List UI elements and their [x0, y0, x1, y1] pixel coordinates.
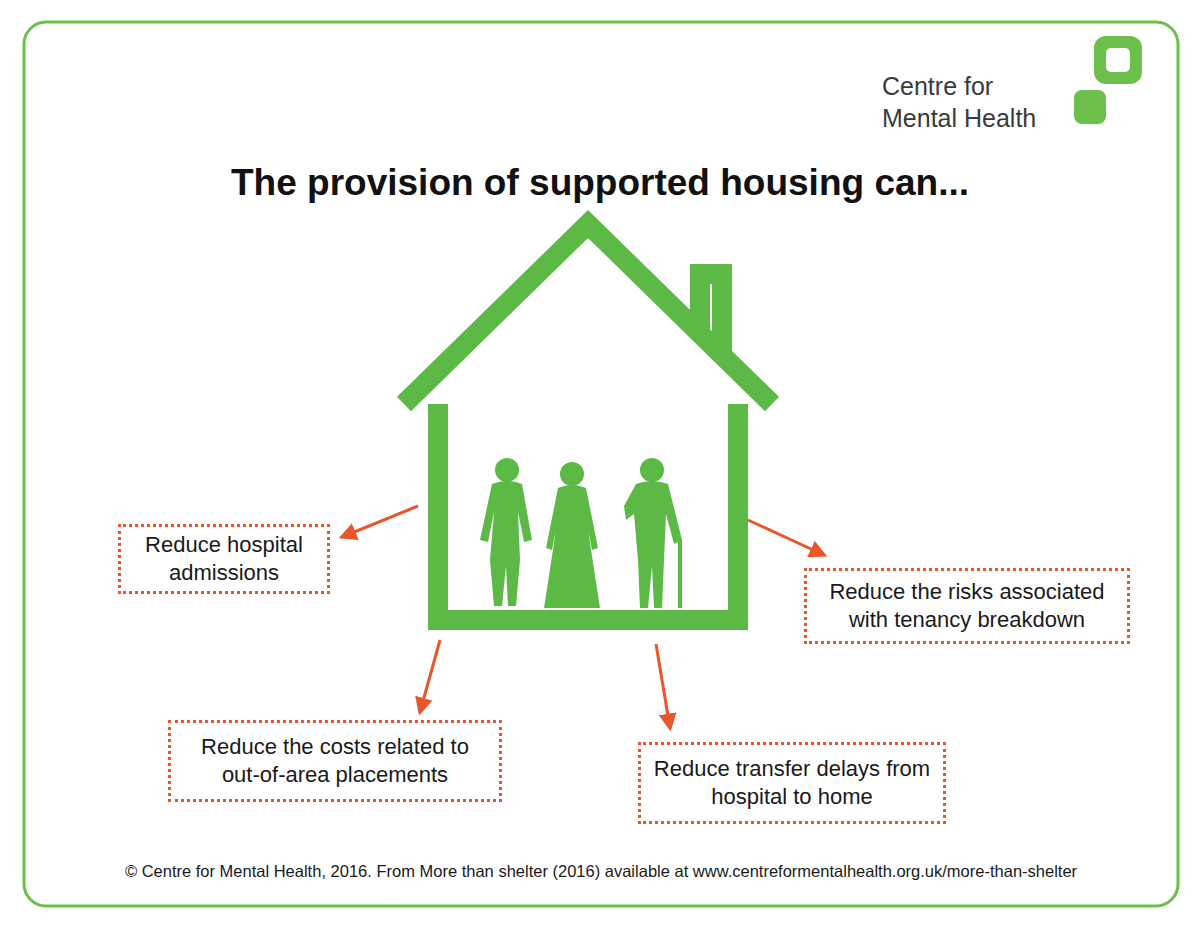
leader-arrows: [342, 506, 824, 728]
page-border: [24, 22, 1178, 906]
logo-mark: [1074, 36, 1142, 124]
copyright-caption: © Centre for Mental Health, 2016. From M…: [36, 860, 1166, 882]
box-text: Reduce transfer delays from hospital to …: [651, 755, 933, 811]
house-outline: [404, 224, 772, 620]
benefit-box: Reduce transfer delays from hospital to …: [638, 742, 946, 824]
diagram-title: The provision of supported housing can..…: [100, 160, 1100, 206]
benefit-box: Reduce the costs related to out-of-area …: [168, 720, 502, 802]
box-text: Reduce hospital admissions: [131, 531, 317, 587]
benefit-box: Reduce hospital admissions: [118, 524, 330, 594]
logo-name: Centre for Mental Health: [882, 70, 1062, 134]
people-silhouettes: [480, 458, 682, 608]
benefit-box: Reduce the risks associated with tenancy…: [804, 568, 1130, 644]
box-text: Reduce the costs related to out-of-area …: [181, 733, 489, 789]
box-text: Reduce the risks associated with tenancy…: [817, 578, 1117, 634]
